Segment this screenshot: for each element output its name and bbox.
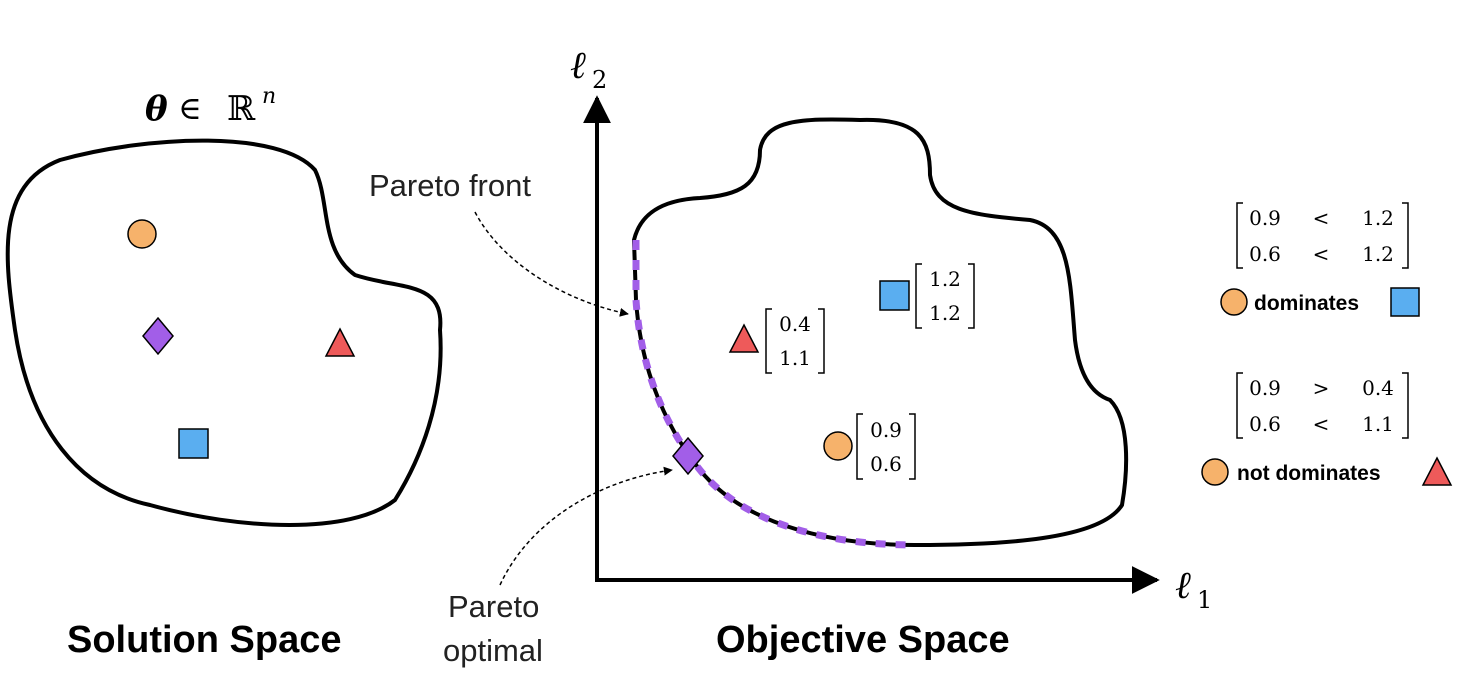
square-marker-icon (178, 428, 209, 459)
circle-marker-icon (127, 219, 157, 249)
comparison-not-dominates: 0.9 > 0.4 0.6 < 1.1 not dominates (1201, 372, 1453, 486)
triangle-vector: 0.4 1.1 (765, 308, 825, 374)
solution-space-title: Solution Space (67, 619, 341, 661)
cmp2-r2-op: < (1313, 412, 1330, 436)
x-axis-label: ℓ (1175, 563, 1191, 607)
cmp2-r1-a: 0.9 (1249, 376, 1281, 400)
cmp2-r2-b: 1.1 (1362, 412, 1394, 436)
cmp1-r1-b: 1.2 (1362, 206, 1394, 230)
triangle-marker-icon (324, 327, 356, 357)
comparison-dominates: 0.9 < 1.2 0.6 < 1.2 dominates (1220, 202, 1420, 317)
dominates-label: dominates (1254, 292, 1359, 315)
pareto-optimal-label-line2: optimal (443, 633, 543, 668)
solution-space-blob (5, 138, 443, 527)
cmp1-r2-a: 0.6 (1249, 242, 1281, 266)
circle-marker-icon (1220, 288, 1248, 316)
cmp1-r1-a: 0.9 (1249, 206, 1281, 230)
param-in: ∈ (178, 89, 202, 127)
not-dominates-label: not dominates (1237, 462, 1381, 485)
cmp2-r1-op: > (1313, 376, 1330, 400)
circle-marker-icon (823, 431, 853, 461)
diamond-marker-icon (142, 316, 174, 356)
triangle-marker-icon (1421, 456, 1453, 486)
pareto-front-curve (632, 240, 916, 549)
objective-space-panel: ℓ 2 ℓ 1 Pareto front Pareto optimal 0.4 … (369, 43, 1212, 668)
y-axis-label-sub: 2 (592, 66, 607, 94)
param-exp: n (262, 84, 276, 109)
diamond-marker-icon (672, 436, 704, 476)
circle-marker-icon (1201, 458, 1229, 486)
cmp2-r2-a: 0.6 (1249, 412, 1281, 436)
square-l2-value: 1.2 (929, 301, 961, 325)
cmp1-r2-b: 1.2 (1362, 242, 1394, 266)
cmp2-r1-b: 0.4 (1362, 376, 1394, 400)
param-symbol: θ (145, 89, 168, 129)
triangle-l1-value: 0.4 (779, 312, 811, 336)
param-set: ℝ (227, 89, 256, 129)
triangle-l2-value: 1.1 (779, 346, 811, 370)
y-axis-label: ℓ (570, 43, 586, 87)
square-vector: 1.2 1.2 (915, 263, 975, 329)
x-axis-label-sub: 1 (1197, 586, 1212, 614)
circle-vector: 0.9 0.6 (856, 413, 916, 480)
square-marker-icon (879, 280, 910, 311)
pareto-optimal-arrow (499, 466, 673, 586)
objective-space-blob (631, 117, 1129, 548)
objective-space-title: Objective Space (716, 619, 1010, 661)
cmp1-r2-op: < (1313, 242, 1330, 266)
square-marker-icon (1390, 287, 1420, 317)
square-l1-value: 1.2 (929, 267, 961, 291)
cmp1-r1-op: < (1313, 206, 1330, 230)
circle-l1-value: 0.9 (870, 418, 902, 442)
solution-space-panel: θ ∈ ℝ n Solution Space (5, 84, 443, 661)
triangle-marker-icon (728, 323, 760, 353)
circle-l2-value: 0.6 (870, 452, 902, 476)
pareto-front-arrow (474, 211, 629, 317)
pareto-front-label: Pareto front (369, 168, 531, 203)
pareto-optimal-label-line1: Pareto (448, 589, 539, 624)
